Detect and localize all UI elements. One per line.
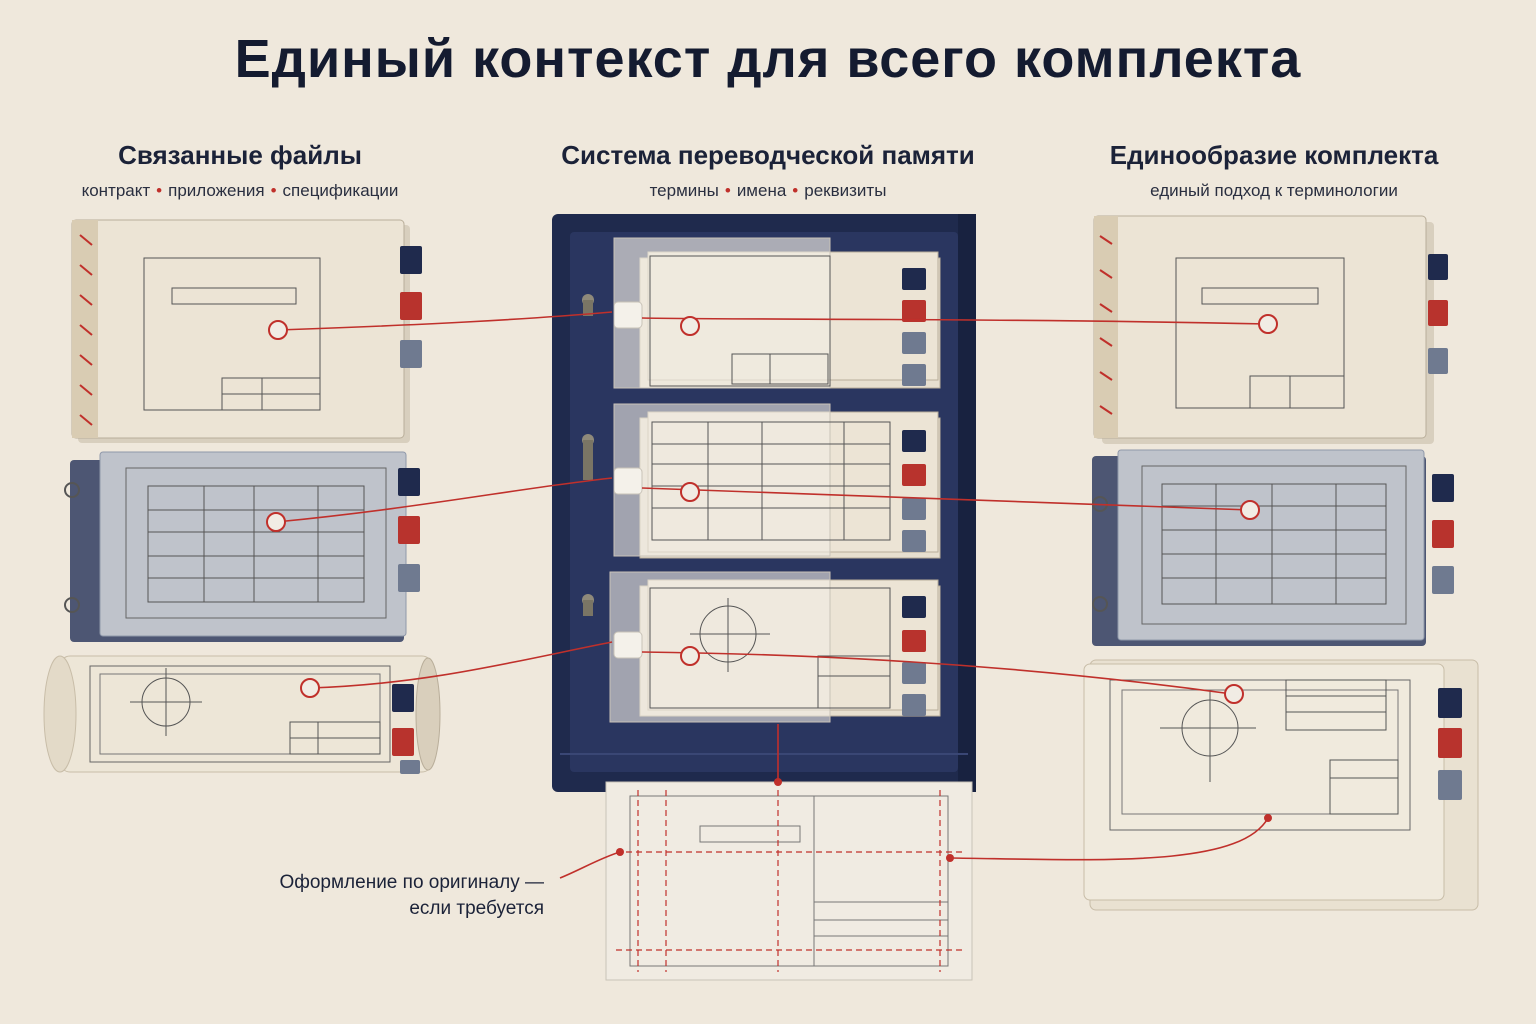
tab-icon — [392, 728, 414, 756]
tab-icon — [902, 332, 926, 354]
thread-icon — [266, 314, 1278, 704]
tab-icon — [400, 292, 422, 320]
scroll-icon — [1083, 659, 1479, 911]
subtitle-item: контракт — [81, 181, 151, 200]
subtitle-item: имена — [736, 181, 787, 200]
tab-icon — [902, 530, 926, 552]
tab-icon — [902, 300, 926, 322]
formatting-note-line: Оформление по оригиналу — — [279, 872, 544, 893]
notebook-icon — [71, 219, 422, 443]
tab-icon — [398, 468, 420, 496]
tab-icon — [1428, 254, 1448, 280]
tab-icon — [1438, 770, 1462, 800]
tab-icon — [1438, 688, 1462, 718]
bullet-dot: • — [724, 181, 731, 200]
binder-icon — [552, 214, 976, 792]
column-heading-translation-memory: Система переводческой памяти термины • име… — [548, 140, 988, 201]
subtitle-item: термины — [649, 181, 719, 200]
column-heading-consistency: Единообразие комплекта единый подход к т… — [1054, 140, 1494, 201]
subtitle-item: реквизиты — [804, 181, 887, 200]
formatting-note-line: если требуется — [409, 898, 544, 919]
tab-icon — [400, 760, 420, 774]
linked-files-title: Связанные файлы — [118, 140, 362, 170]
tab-icon — [902, 268, 926, 290]
notebook-icon — [64, 451, 420, 642]
consistency-title: Единообразие комплекта — [1109, 140, 1439, 170]
translation-memory-title: Система переводческой памяти — [561, 140, 975, 170]
template-sheet — [605, 781, 973, 981]
tab-icon — [902, 596, 926, 618]
tab-icon — [1432, 520, 1454, 548]
tab-icon — [902, 498, 926, 520]
scroll-icon — [43, 655, 441, 774]
tab-icon — [902, 630, 926, 652]
linked-files-subtitle: контракт • приложения • спецификации — [20, 181, 460, 201]
tab-icon — [902, 430, 926, 452]
tab-icon — [902, 464, 926, 486]
column-heading-linked-files: Связанные файлы контракт • приложения • спец… — [20, 140, 460, 201]
consistency-subtitle: единый подход к терминологии — [1150, 181, 1398, 200]
tab-icon — [1438, 728, 1462, 758]
tab-icon — [1432, 566, 1454, 594]
tab-icon — [902, 662, 926, 684]
thread-icon — [275, 311, 1269, 879]
page-title: Единый контекст для всего комплекта — [234, 29, 1302, 89]
subtitle-item: приложения — [168, 181, 265, 200]
translation-memory-subtitle: термины • имена • реквизиты — [548, 181, 988, 201]
tab-icon — [398, 516, 420, 544]
tab-icon — [400, 340, 422, 368]
bullet-dot: • — [270, 181, 277, 200]
tab-icon — [400, 246, 422, 274]
tab-icon — [1432, 474, 1454, 502]
formatting-note: Оформление по оригиналу — если требуется — [279, 870, 544, 922]
tab-icon — [398, 564, 420, 592]
notebook-icon — [1092, 449, 1454, 646]
tab-icon — [902, 694, 926, 716]
tab-icon — [1428, 300, 1448, 326]
tab-icon — [392, 684, 414, 712]
bullet-dot: • — [792, 181, 799, 200]
bullet-dot: • — [156, 181, 163, 200]
thread-icon — [616, 778, 1272, 862]
tab-icon — [902, 364, 926, 386]
subtitle-item: спецификации — [282, 181, 399, 200]
tab-icon — [1428, 348, 1448, 374]
